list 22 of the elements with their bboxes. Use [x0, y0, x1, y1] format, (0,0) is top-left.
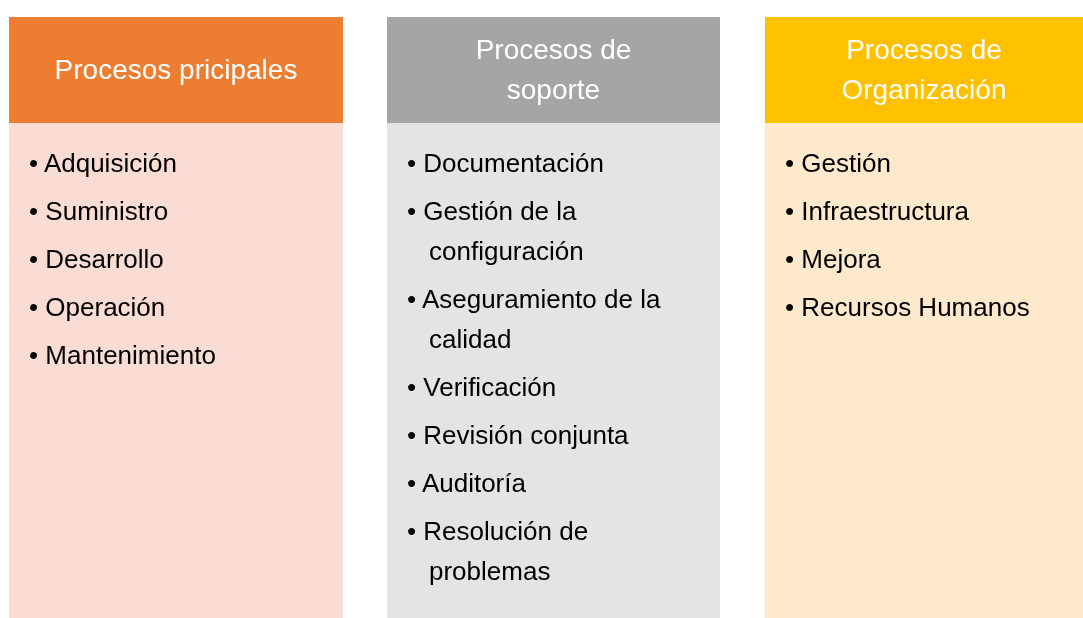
- list-item: • Operación: [29, 291, 167, 324]
- list-item: • Recursos Humanos: [785, 291, 1031, 324]
- list-item: • Mantenimiento: [29, 339, 217, 372]
- column-panel: [765, 123, 1083, 618]
- list-item: • Verificación: [407, 371, 558, 404]
- list-item: • Gestión: [785, 147, 892, 180]
- list-item: • Suministro: [29, 195, 170, 228]
- list-item: • Revisión conjunta: [407, 419, 630, 452]
- list-item: • Desarrollo: [29, 243, 165, 276]
- list-item: • Auditoría: [407, 467, 527, 500]
- column-header: Procesos pricipales: [9, 17, 343, 123]
- list-item: • Mejora: [785, 243, 882, 276]
- list-item: • Adquisición: [29, 147, 178, 180]
- list-item: • Gestión de la configuración: [407, 195, 585, 268]
- column-header: Procesos de soporte: [387, 17, 720, 123]
- list-item: • Documentación: [407, 147, 605, 180]
- column-header: Procesos de Organización: [765, 17, 1083, 123]
- list-item: • Resolución de problemas: [407, 515, 590, 588]
- column-panel: [387, 123, 720, 618]
- list-item: • Aseguramiento de la calidad: [407, 283, 662, 356]
- column-panel: [9, 123, 343, 618]
- list-item: • Infraestructura: [785, 195, 970, 228]
